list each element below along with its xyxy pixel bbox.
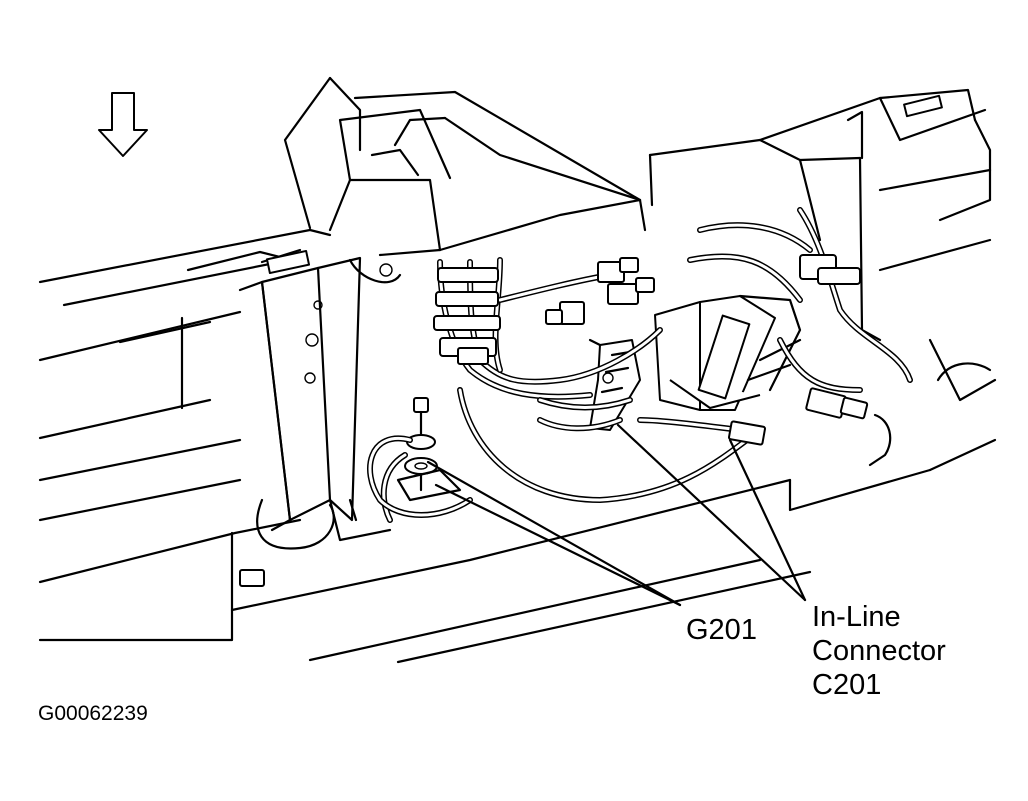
floor-panel bbox=[38, 438, 997, 664]
down-arrow-icon bbox=[98, 92, 148, 157]
vertical-bracket bbox=[238, 256, 362, 550]
dash-cross-member bbox=[38, 228, 332, 522]
small-connectors bbox=[239, 257, 892, 587]
connector-block bbox=[654, 294, 802, 411]
leader-lines bbox=[426, 423, 807, 607]
wiring-harness bbox=[437, 207, 913, 504]
ground-g201-bolt bbox=[380, 397, 462, 523]
connector-callout-line3: C201 bbox=[812, 669, 882, 701]
harness-bands bbox=[433, 254, 861, 365]
figure-id: G00062239 bbox=[38, 702, 148, 725]
ground-callout: G201 bbox=[686, 614, 757, 646]
connector-callout-line1: In-Line bbox=[812, 601, 901, 633]
steering-column-housing bbox=[283, 76, 647, 284]
connector-callout-line2: Connector bbox=[812, 635, 946, 667]
floor-wire-loop bbox=[328, 435, 473, 542]
